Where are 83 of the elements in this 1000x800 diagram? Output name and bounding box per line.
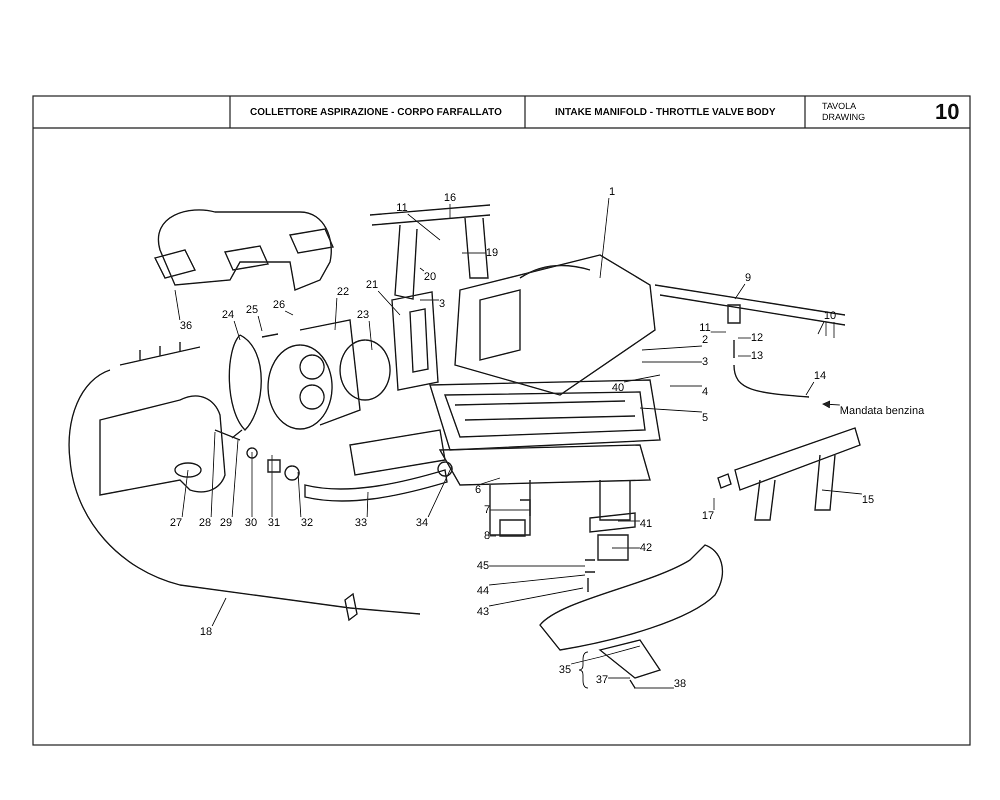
leader-line	[822, 490, 862, 494]
callout-number: 27	[170, 517, 182, 529]
callout-number: 41	[640, 518, 652, 530]
header-title: INTAKE MANIFOLD - THROTTLE VALVE BODY	[555, 107, 776, 118]
leader-line	[334, 298, 338, 330]
callout-number: 7	[484, 504, 490, 516]
callout-number: 2	[702, 334, 708, 346]
leader-line	[462, 252, 486, 254]
callout-number: 3	[702, 356, 708, 368]
callout-number: 4	[702, 386, 708, 398]
leader-line	[378, 290, 400, 316]
callout-number: 45	[476, 560, 490, 572]
leader-line	[480, 478, 500, 484]
leader-line	[818, 322, 824, 334]
leader-line	[182, 470, 188, 518]
callout-number: 43	[476, 606, 490, 618]
callout-number: 23	[356, 309, 370, 321]
leader-line	[734, 284, 746, 300]
leader-line	[488, 574, 586, 586]
leader-line	[600, 198, 610, 278]
leader-line	[570, 646, 640, 664]
callout-number: 24	[222, 309, 234, 321]
sheet-label: DRAWING	[822, 112, 866, 122]
callout-number: 29	[220, 517, 232, 529]
callout-number: 19	[486, 247, 498, 259]
leader-line	[407, 214, 440, 240]
callout-number: 35	[558, 664, 572, 676]
leader-line	[212, 598, 226, 626]
callout-number: 36	[180, 320, 192, 332]
header-title: COLLETTORE ASPIRAZIONE - CORPO FARFALLATO	[250, 107, 502, 118]
leader-line	[258, 316, 262, 332]
callout-number: 1	[608, 186, 616, 198]
callout-number: 26	[272, 299, 286, 311]
callout-number: 30	[244, 517, 258, 529]
callout-number: 22	[336, 286, 350, 298]
callout-number: 12	[750, 332, 764, 344]
leader-line	[210, 432, 216, 518]
leader-line	[420, 268, 424, 272]
callout-number: 33	[354, 517, 368, 529]
callout-number: 5	[702, 412, 708, 424]
leader-line	[366, 492, 368, 518]
callout-number: 18	[200, 626, 212, 638]
callout-number: 3	[438, 298, 446, 310]
leader-line	[806, 382, 814, 396]
leader-line	[642, 346, 702, 350]
leader-line	[624, 374, 660, 382]
leader-line	[488, 588, 584, 606]
sheet-number: 10	[935, 99, 960, 125]
leader-line	[618, 520, 640, 522]
flow-note: Mandata benzina	[840, 405, 924, 417]
callout-number: 25	[246, 304, 258, 316]
callout-number: 17	[702, 510, 714, 522]
arrow	[822, 400, 840, 408]
callout-number: 20	[424, 271, 436, 283]
callout-number: 40	[612, 382, 624, 394]
callout-number: 32	[300, 517, 314, 529]
callout-number: 21	[366, 279, 378, 291]
callout-number: 10	[824, 310, 836, 322]
callout-number: 11	[396, 202, 408, 214]
callout-number: 31	[268, 517, 280, 529]
callout-number: 13	[750, 350, 764, 362]
callout-number: 8	[484, 530, 490, 542]
callout-number: 28	[198, 517, 212, 529]
leader-line	[174, 290, 180, 320]
callout-number: 16	[444, 192, 456, 204]
callout-number: 14	[814, 370, 826, 382]
leader-line	[232, 440, 238, 518]
sheet-label: TAVOLA	[822, 101, 856, 111]
leader-line	[368, 320, 372, 350]
callout-number: 38	[674, 678, 686, 690]
leader-line	[234, 320, 240, 340]
callout-number: 44	[476, 585, 490, 597]
callout-number: 37	[596, 674, 608, 686]
callout-number: 6	[474, 484, 482, 496]
callout-number: 34	[416, 517, 428, 529]
callout-number: 9	[744, 272, 752, 284]
leader-line	[428, 466, 452, 518]
leader-line	[298, 472, 302, 518]
callout-number: 42	[640, 542, 652, 554]
leader-line	[640, 408, 702, 412]
callout-number: 15	[862, 494, 874, 506]
callout-number: 11	[699, 322, 711, 334]
leader-line	[284, 310, 294, 316]
